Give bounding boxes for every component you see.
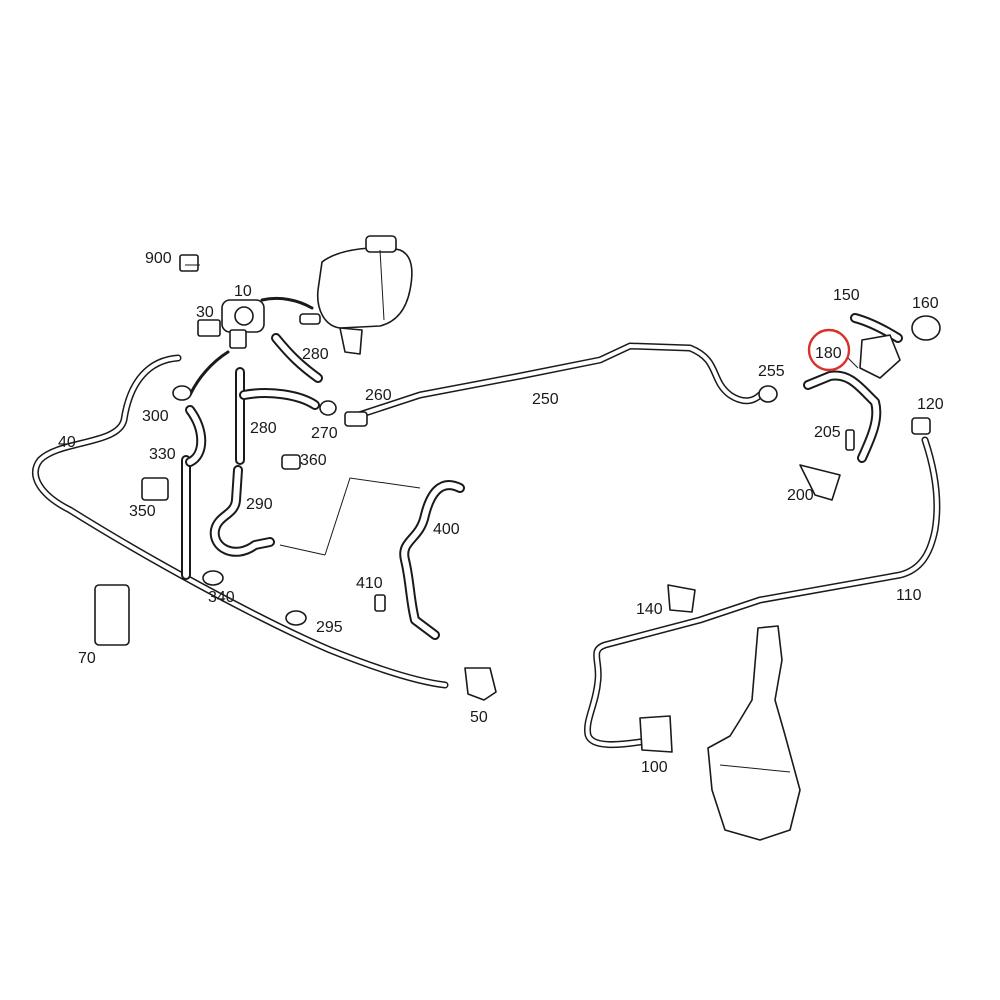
hose-110: [584, 436, 941, 749]
label-150: 150: [833, 287, 860, 304]
label-290: 290: [246, 496, 273, 513]
label-110: 110: [896, 587, 922, 604]
clamp-295: [285, 610, 307, 626]
label-50: 50: [470, 709, 488, 726]
bolt-205: [845, 429, 855, 451]
label-255: 255: [758, 363, 785, 380]
label-250: 250: [532, 391, 559, 408]
label-140: 140: [636, 601, 663, 618]
clip-120: [911, 417, 931, 435]
bolt-410: [374, 594, 386, 612]
part-labels: 900 10 30 280 260 250 300 280 270 40 330…: [58, 250, 944, 776]
hose-250: [346, 342, 764, 422]
thermostat-150: [859, 334, 901, 379]
clamp-270: [319, 400, 337, 416]
label-205: 205: [814, 424, 841, 441]
highlight-circle-180: [807, 328, 851, 372]
connector-900: [179, 254, 199, 272]
label-900: 900: [145, 250, 172, 267]
sensor-200: [799, 464, 841, 501]
hose-150: [850, 313, 903, 343]
label-400: 400: [433, 521, 460, 538]
label-10: 10: [234, 283, 252, 300]
label-360: 360: [300, 452, 327, 469]
label-300: 300: [142, 408, 169, 425]
valve-70: [94, 584, 130, 646]
flow-arrows: [188, 296, 314, 397]
hose-330: [181, 405, 207, 580]
clamp-255: [758, 385, 778, 403]
label-295: 295: [316, 619, 343, 636]
pump-10: [197, 299, 265, 349]
label-410: 410: [356, 575, 383, 592]
label-280-upper: 280: [302, 346, 329, 363]
label-120: 120: [917, 396, 944, 413]
bracket-100: [639, 715, 673, 753]
hose-280-upper: [271, 333, 323, 383]
clamp-340: [202, 570, 224, 586]
label-270: 270: [311, 425, 338, 442]
expansion-tank: [299, 235, 413, 355]
clamp-360: [281, 454, 301, 470]
connector-260: [344, 411, 368, 427]
label-200: 200: [787, 487, 814, 504]
reservoir-tank: [707, 625, 801, 841]
hose-400: [399, 480, 465, 640]
label-330: 330: [149, 446, 176, 463]
clamp-160: [911, 315, 941, 341]
hose-40: [31, 354, 449, 689]
clamp-300: [172, 385, 192, 401]
bracket-140: [667, 584, 696, 613]
bracket-50: [464, 667, 497, 701]
label-70: 70: [78, 650, 96, 667]
bracket-350: [141, 477, 169, 501]
label-340: 340: [208, 589, 235, 606]
label-180: 180: [815, 345, 842, 362]
label-260: 260: [365, 387, 392, 404]
hose-290: [209, 367, 320, 557]
hose-180: [803, 370, 882, 463]
label-160: 160: [912, 295, 939, 312]
label-350: 350: [129, 503, 156, 520]
label-100: 100: [641, 759, 668, 776]
label-280-lower: 280: [250, 420, 277, 437]
label-30: 30: [196, 304, 214, 321]
label-40: 40: [58, 434, 76, 451]
leader-lines: [185, 264, 859, 556]
